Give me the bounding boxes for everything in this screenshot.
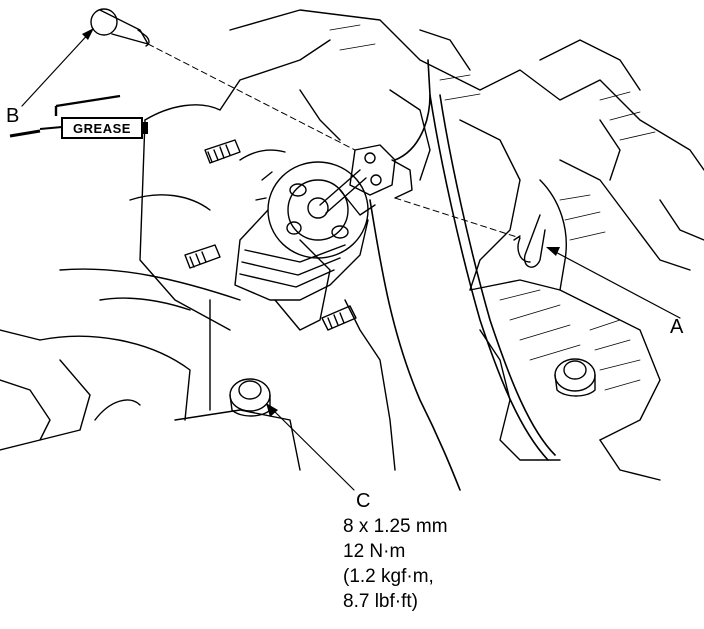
grease-label: GREASE [73, 121, 131, 136]
clevis-pushrod [319, 144, 413, 216]
torque-spec: 8 x 1.25 mm 12 N·m (1.2 kgf·m, 8.7 lbf·f… [343, 516, 448, 612]
callout-a: A [670, 316, 684, 338]
clutch-line [369, 59, 556, 491]
slave-cylinder [234, 161, 369, 301]
lock-pin [513, 214, 546, 268]
grease-symbol: GREASE [9, 94, 148, 139]
callout-b: B [6, 105, 19, 127]
callout-c: C [356, 490, 370, 512]
arrowheads [82, 28, 560, 417]
exploded-view-guides [147, 43, 521, 239]
torque-kgfm: (1.2 kgf·m, [343, 566, 434, 587]
mounting-studs [184, 139, 357, 331]
housing-shading [329, 24, 656, 391]
leader-lines [21, 29, 681, 491]
clevis-pin [90, 8, 150, 47]
flange-nuts [229, 358, 596, 417]
torque-nm: 12 N·m [343, 541, 405, 562]
torque-lbfft: 8.7 lbf·ft) [343, 591, 418, 612]
bolt-size: 8 x 1.25 mm [343, 516, 448, 537]
